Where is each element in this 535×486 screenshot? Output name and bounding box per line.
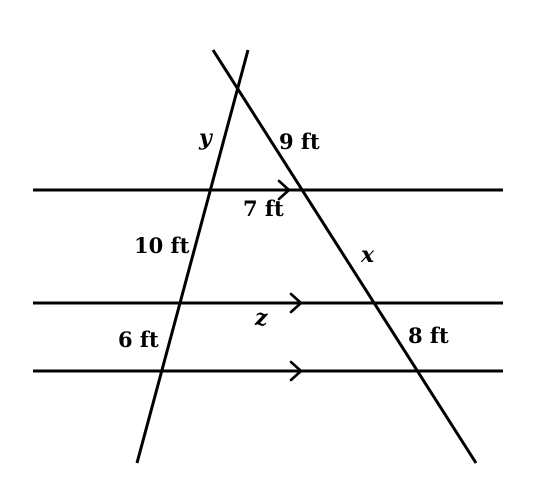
label-y: y [198,125,214,151]
label-9-ft: 9 ft [279,129,320,154]
parallel-arrow-bottom-icon [289,360,303,382]
label-8-ft: 8 ft [408,323,449,348]
parallel-arrow-middle-icon [289,292,303,314]
label-6-ft: 6 ft [118,327,159,352]
transversal-left [135,49,250,464]
label-10-ft: 10 ft [134,233,190,258]
label-7-ft: 7 ft [243,196,284,221]
label-x: x [360,242,375,268]
parallel-arrow-top-icon [277,179,291,201]
transversal-right [211,49,478,464]
label-z: z [254,305,268,331]
